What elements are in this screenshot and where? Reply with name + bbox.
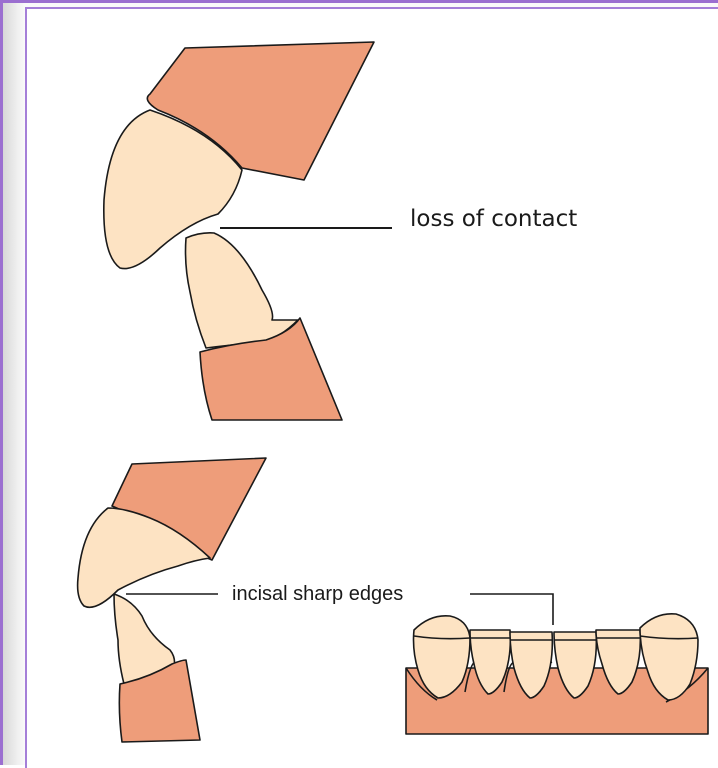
loss-of-contact-label: loss of contact — [410, 206, 577, 232]
lower-incisor-top — [186, 233, 299, 348]
incisal-sharp-edges-label: incisal sharp edges — [232, 583, 403, 605]
incisal-edges-leader-right — [470, 594, 553, 625]
top-illustration — [104, 42, 374, 420]
front-view-arch — [406, 614, 708, 734]
